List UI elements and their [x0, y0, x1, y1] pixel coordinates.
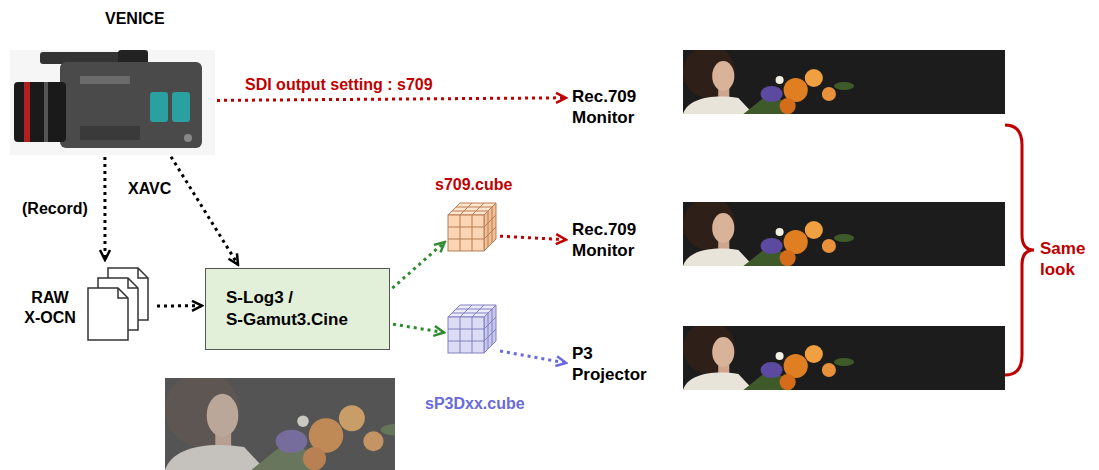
process-box: S-Log3 / S-Gamut3.Cine — [205, 268, 390, 350]
dotted-arrow — [500, 236, 566, 240]
camera-illustration-part — [24, 82, 30, 142]
word: S-Log3 — [226, 288, 284, 307]
file-stack-icon-part — [88, 288, 128, 340]
camera-illustration-part — [184, 134, 192, 142]
file-stack-icon — [88, 268, 148, 340]
note-label: Same look — [1040, 238, 1094, 280]
lut-cube-icon-part — [448, 305, 496, 353]
camera-illustration-part — [80, 126, 140, 140]
word: Projector — [572, 365, 647, 384]
camera-illustration-part — [60, 62, 202, 148]
word: Rec.709 — [572, 220, 636, 239]
dotted-arrow — [500, 351, 566, 363]
word: Same — [1040, 239, 1085, 258]
dotted-arrow — [393, 324, 444, 332]
word: RAW — [31, 289, 68, 306]
lut-cube-icon-part — [484, 305, 496, 353]
word: S-Gamut3.Cine — [226, 310, 348, 329]
lut-cube-icon-part — [448, 215, 484, 251]
dotted-arrow — [217, 98, 566, 101]
preview-photo — [683, 46, 1005, 114]
log-photo — [165, 372, 625, 470]
word: Monitor — [572, 241, 634, 260]
edge-label: (Record) — [20, 200, 90, 218]
word: Rec.709 — [572, 87, 636, 106]
lut-cube-icon — [448, 203, 496, 251]
node-text: s709.cube — [435, 176, 512, 194]
word: VENICE — [105, 10, 165, 27]
monitor-label: Rec.709 Monitor — [572, 86, 662, 128]
lut-cube-icon — [448, 305, 496, 353]
lut-cube-icon-part — [448, 203, 496, 251]
edge-label: XAVC — [126, 180, 173, 198]
word: s709.cube — [435, 176, 512, 193]
camera-illustration-part — [172, 92, 190, 122]
node-text: RAW X-OCN — [15, 288, 85, 328]
preview-photo-part — [683, 322, 1005, 390]
node-text: sP3Dxx.cube — [425, 395, 525, 413]
dotted-arrow — [392, 242, 444, 288]
word: / — [288, 288, 293, 307]
node-text: S-Log3 / S-Gamut3.Cine — [226, 287, 356, 331]
word: sP3Dxx.cube — [425, 395, 525, 412]
monitor-label: Rec.709 Monitor — [572, 219, 662, 261]
log-photo-part — [165, 378, 395, 470]
bracket — [1005, 125, 1034, 375]
camera-illustration-part — [80, 76, 130, 84]
preview-photo — [683, 322, 1005, 390]
word: Monitor — [572, 108, 634, 127]
lut-cube-icon-part — [448, 317, 484, 353]
log-photo-part — [165, 372, 625, 470]
camera-illustration — [10, 50, 215, 155]
camera-illustration-part — [14, 82, 66, 142]
camera-illustration-part — [44, 82, 48, 142]
raw-files-node: RAW X-OCN — [15, 266, 155, 346]
preview-photo — [683, 198, 1005, 266]
dotted-arrow — [157, 304, 202, 307]
word: X-OCN — [24, 309, 76, 326]
preview-photo-part — [683, 198, 1005, 266]
node-text: P3 Projector — [572, 343, 662, 385]
dotted-arrow — [171, 157, 238, 265]
preview-photo-part — [683, 46, 1005, 114]
projector-label: P3 Projector — [572, 343, 662, 385]
camera-illustration-part — [150, 92, 168, 122]
node-text: Rec.709 Monitor — [572, 219, 662, 261]
edge-label: SDI output setting : s709 — [243, 76, 435, 94]
node-text: VENICE — [105, 10, 165, 28]
word: look — [1040, 260, 1075, 279]
word: P3 — [572, 344, 593, 363]
node-text: Rec.709 Monitor — [572, 86, 662, 128]
camera-node: VENICE — [10, 50, 215, 155]
dotted-arrow — [103, 157, 106, 260]
camera-illustration-part — [10, 50, 215, 155]
lut-node: sP3Dxx.cube — [447, 303, 497, 353]
lut-cube-icon-part — [484, 203, 496, 251]
lut-node: s709.cube — [447, 202, 497, 252]
